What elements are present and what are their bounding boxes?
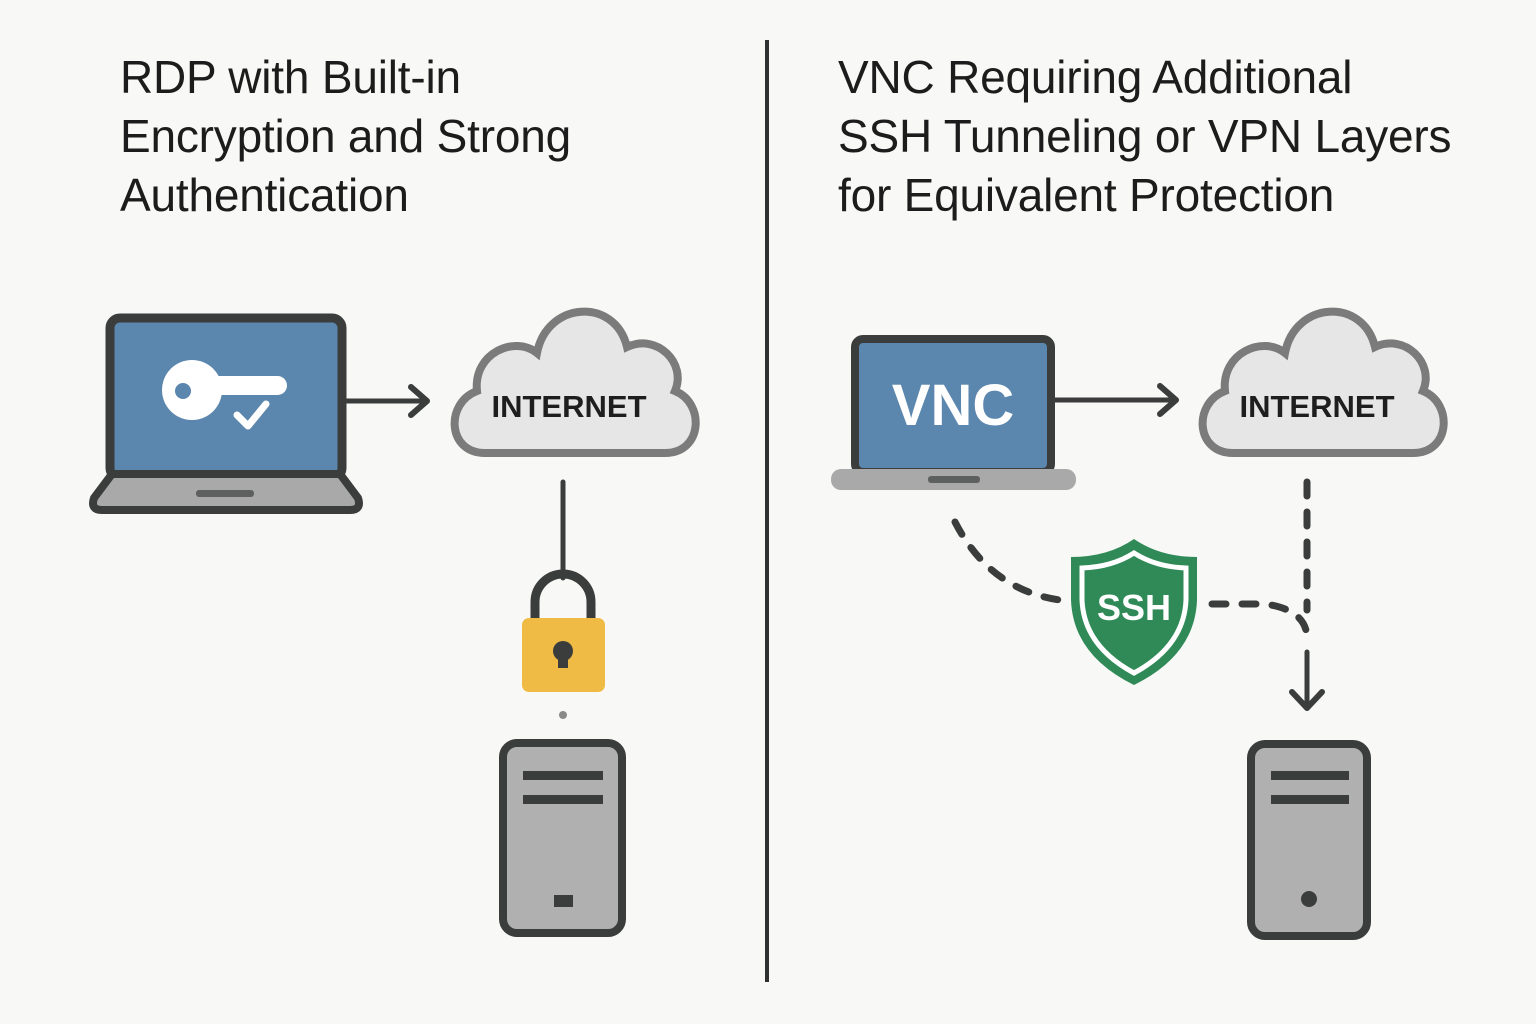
- rdp-arrow-to-internet: [342, 384, 430, 418]
- right-title-line-2: SSH Tunneling or VPN Layers: [838, 110, 1452, 162]
- vnc-screen-label: VNC: [892, 373, 1014, 438]
- internet-label-right: INTERNET: [1240, 389, 1395, 424]
- left-title-line-3: Authentication: [120, 169, 409, 221]
- key-icon: [162, 360, 287, 420]
- rdp-server-icon: [499, 739, 626, 937]
- rdp-laptop-icon: [89, 313, 363, 514]
- left-panel-title: RDP with Built-in Encryption and Strong …: [120, 48, 571, 225]
- internet-label-left: INTERNET: [492, 389, 647, 424]
- padlock-icon: [522, 569, 605, 692]
- vnc-arrow-to-internet: [1051, 383, 1179, 417]
- vnc-laptop-icon: VNC: [831, 335, 1076, 490]
- right-title-line-1: VNC Requiring Additional: [838, 51, 1353, 103]
- left-title-line-2: Encryption and Strong: [120, 110, 571, 162]
- checkmark-icon: [233, 400, 270, 430]
- right-title-line-3: for Equivalent Protection: [838, 169, 1335, 221]
- ssh-tunnel-path-in: [951, 518, 1064, 604]
- ssh-shield-icon: SSH: [1071, 539, 1197, 685]
- internet-cloud-left: INTERNET: [455, 312, 696, 453]
- ssh-tunnel-path-out: [1208, 600, 1311, 644]
- connector-dot: [559, 711, 567, 719]
- left-title-line-1: RDP with Built-in: [120, 51, 461, 103]
- right-panel-title: VNC Requiring Additional SSH Tunneling o…: [838, 48, 1452, 225]
- ssh-badge-label: SSH: [1097, 587, 1171, 628]
- vnc-server-icon: [1247, 740, 1371, 940]
- arrow-to-vnc-server: [1289, 649, 1325, 711]
- internet-cloud-right: INTERNET: [1203, 312, 1444, 453]
